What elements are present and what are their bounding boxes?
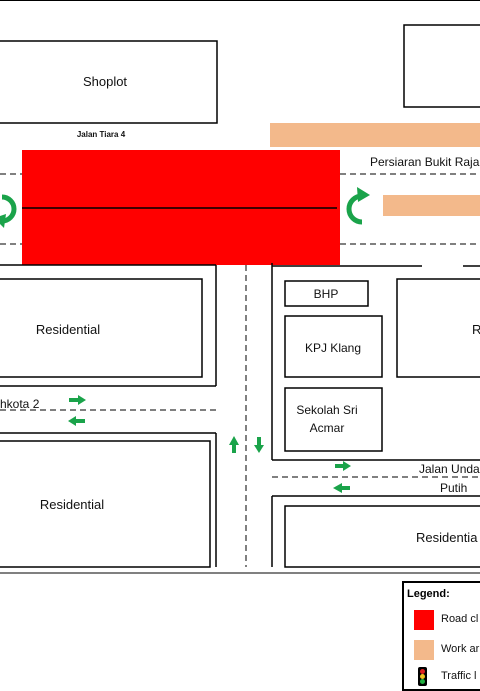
residential-building-bottom-right xyxy=(284,505,480,568)
arrow-up-icon xyxy=(229,436,239,453)
u-turn-arrow-left xyxy=(0,194,17,228)
legend-item-label: Work ar xyxy=(441,643,480,655)
mahkota-road-label: hkota 2 xyxy=(0,397,40,411)
work-area-top xyxy=(270,123,480,147)
legend-item-label: Traffic l xyxy=(441,670,477,682)
arrow-left-icon xyxy=(68,416,85,426)
legend-item-label: Road cl xyxy=(441,613,479,625)
persiaran-label: Persiaran Bukit Raja xyxy=(370,155,480,169)
jalan-unda-label-line1: Jalan Unda xyxy=(419,462,480,476)
legend-box: Legend: Road cl Work ar Traffic l xyxy=(402,581,480,691)
arrow-down-icon xyxy=(254,437,264,453)
work-area-right xyxy=(383,195,480,216)
residential-bottom-left-label: Residential xyxy=(40,497,104,512)
arrow-left-icon xyxy=(333,483,350,493)
sekolah-label-line2: Acmar xyxy=(310,421,345,435)
u-turn-arrow-right xyxy=(346,187,370,225)
residential-building-right-mid xyxy=(396,278,480,378)
kpj-klang-building xyxy=(284,315,383,378)
jalan-unda-label-line2: Putih xyxy=(440,481,467,495)
sekolah-building xyxy=(284,387,383,452)
arrow-right-icon xyxy=(335,461,351,471)
residential-building-top-left xyxy=(0,278,203,378)
residential-top-left-label: Residential xyxy=(36,322,100,337)
red-square-icon xyxy=(414,610,434,630)
residential-bottom-right-label: Residentia xyxy=(416,530,478,545)
traffic-light-icon xyxy=(418,667,427,686)
residential-right-mid-label: R xyxy=(472,322,480,337)
bhp-building xyxy=(284,280,369,307)
top-right-building xyxy=(403,24,480,108)
legend-title: Legend: xyxy=(407,588,450,600)
residential-building-bottom-left xyxy=(0,440,211,568)
orange-square-icon xyxy=(414,640,434,660)
kpj-klang-label: KPJ Klang xyxy=(305,341,361,355)
jalan-tiara-4-label: Jalan Tiara 4 xyxy=(77,130,126,139)
arrow-right-icon xyxy=(69,395,86,405)
bhp-label: BHP xyxy=(314,287,339,301)
sekolah-label-line1: Sekolah Sri xyxy=(296,403,357,417)
shoplot-building xyxy=(0,40,218,124)
shoplot-label: Shoplot xyxy=(83,74,127,89)
